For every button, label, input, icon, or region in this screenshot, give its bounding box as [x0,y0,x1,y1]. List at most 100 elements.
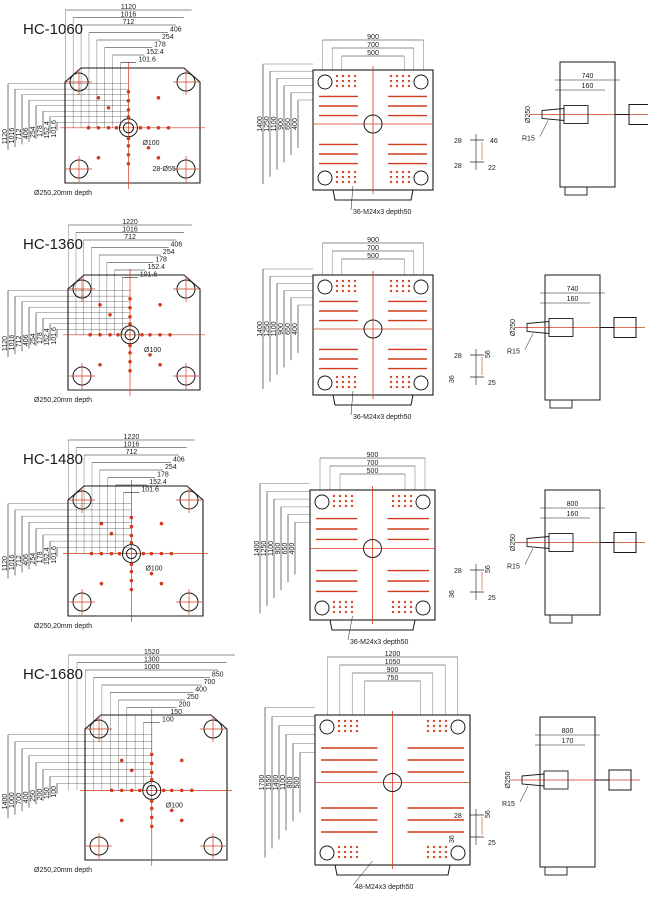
slot-dim-label: 56 [485,810,492,818]
leader-line [524,548,534,565]
locating-ring-body [563,105,589,124]
radius-label: R15 [507,564,520,571]
top-dim-label: 700 [367,245,379,252]
platen-foot [334,864,451,876]
mounting-hole [179,788,184,793]
side-diameter-label: Ø250 [525,106,532,123]
thread-hole [444,719,448,723]
thread-hole [353,170,357,174]
mounting-hole [98,362,102,367]
thread-hole [395,375,399,379]
top-dim-label: 101.6 [141,487,159,494]
slot-dim-label: 28 [454,568,462,575]
thread-hole [338,499,342,503]
thread-hole [432,850,436,854]
left-dim-label: 1120 [2,336,9,351]
top-dim-label: 900 [367,237,379,244]
thread-hole [350,494,354,498]
mounting-hole [129,768,134,773]
mounting-hole [179,818,184,823]
side-dim-label: 740 [567,286,579,293]
thread-hole [355,724,359,728]
left-dim-label: 1120 [2,129,9,144]
thread-hole [347,289,351,293]
thread-hole [347,375,351,379]
thread-hole [444,724,448,728]
thread-hole [349,729,353,733]
top-dim-label: 1050 [385,659,401,666]
mounting-hole [159,581,164,586]
thread-hole [332,600,336,604]
center-diameter-label: Ø100 [166,802,183,809]
thread-hole [426,850,430,854]
top-dim-label: 712 [126,449,138,456]
mounting-hole [96,95,101,100]
top-dim-label: 254 [162,34,174,41]
top-dim-label: 500 [367,468,379,475]
mounting-hole [106,105,111,110]
mounting-hole [189,788,194,793]
top-dim-label: 1120 [121,4,136,11]
tie-bar-hole [314,600,330,616]
tie-bar-hole [413,170,429,186]
top-dim-label: 1220 [122,219,138,226]
mounting-hole [116,332,120,337]
left-dim-label: 254 [30,553,37,565]
thread-hole [343,724,347,728]
mounting-hole [148,352,152,357]
thread-hole [389,84,393,88]
mounting-hole [114,125,119,130]
mounting-hole [128,343,132,348]
mounting-hole [149,824,154,829]
thread-hole [347,284,351,288]
center-diameter-label: Ø100 [144,347,161,354]
thread-hole [403,494,407,498]
mounting-hole [128,350,132,355]
top-dim-label: 200 [179,702,191,709]
thread-hole [341,79,345,83]
thread-hole [341,175,345,179]
thread-hole [347,279,351,283]
thread-hole [332,605,336,609]
thread-hole [338,605,342,609]
top-dim-label: 152.4 [149,479,167,486]
mounting-hole [99,581,104,586]
thread-hole [438,850,442,854]
thread-hole [409,494,413,498]
top-dim-label: 1520 [144,649,160,656]
mounting-hole [108,312,112,317]
thread-hole [335,289,339,293]
mounting-hole [126,115,131,119]
top-dim-label: 712 [124,234,136,241]
thread-hole [335,170,339,174]
thread-hole [438,729,442,733]
thread-hole [349,724,353,728]
thread-hole [343,719,347,723]
top-dim-label: 250 [187,694,199,701]
thread-hole [353,385,357,389]
thread-hole [401,74,405,78]
mounting-hole [158,332,162,337]
thread-hole [444,850,448,854]
mounting-hole [149,551,154,556]
ring-label: Ø250,20mm depth [34,190,92,197]
mounting-hole [146,125,151,130]
tie-bar-hole [450,719,466,735]
thread-hole [403,610,407,614]
thread-hole [395,84,399,88]
top-dim-label: 900 [367,34,379,41]
thread-hole [350,605,354,609]
thread-hole [403,499,407,503]
thread-hole [401,84,405,88]
mounting-hole [129,569,134,574]
locating-ring-body [548,318,574,337]
center-diameter-label: Ø100 [142,140,159,147]
thread-hole [397,610,401,614]
thread-hole [389,289,393,293]
thread-hole [407,79,411,83]
tie-bar-hole [319,845,335,861]
thread-hole [353,380,357,384]
left-dim-label: 400 [292,118,299,130]
